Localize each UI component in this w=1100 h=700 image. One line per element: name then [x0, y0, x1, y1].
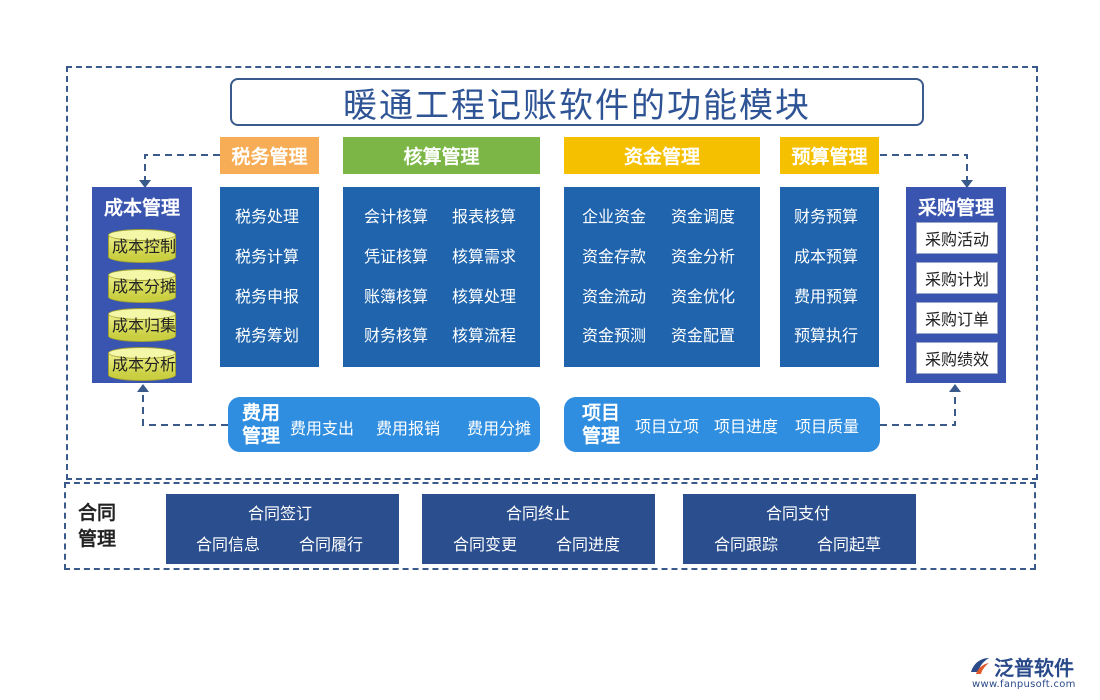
funds-item: 资金优化 [671, 287, 736, 306]
tax-item: 税务处理 [235, 207, 300, 226]
budget-to-purchase-connector [880, 154, 968, 182]
diagram-title: 暖通工程记账软件的功能模块 [230, 78, 924, 126]
accounting-item: 核算处理 [452, 287, 517, 306]
project-management-bar: 项目管理 项目立项 项目进度 项目质量 [564, 397, 880, 452]
cost-item-cylinder: 成本控制 [108, 229, 176, 263]
expense-item: 费用分摊 [467, 419, 532, 438]
purchase-management-title: 采购管理 [917, 197, 994, 219]
budget-header: 预算管理 [780, 137, 879, 174]
funds-item: 资金配置 [671, 326, 736, 345]
logo-mark-icon [971, 658, 989, 674]
logo-name: 泛普软件 [994, 656, 1074, 680]
funds-header: 资金管理 [564, 137, 760, 174]
accounting-item: 核算需求 [452, 247, 517, 266]
contract-group: 合同支付 合同跟踪 合同起草 [683, 494, 916, 564]
project-item: 项目质量 [795, 417, 860, 436]
purchase-item: 采购绩效 [916, 342, 998, 374]
tax-item: 税务筹划 [235, 326, 300, 345]
accounting-item: 报表核算 [452, 207, 517, 226]
cost-item-label: 成本分摊 [111, 277, 176, 296]
expense-to-cost-connector [142, 392, 228, 426]
accounting-header: 核算管理 [343, 137, 540, 174]
contract-group-title: 合同支付 [766, 504, 831, 523]
brand-logo: 泛普软件 www.fanpusoft.com [968, 652, 1092, 694]
accounting-panel: 会计核算 报表核算 凭证核算 核算需求 账簿核算 核算处理 财务核算 核算流程 [343, 187, 540, 367]
cost-item-cylinder: 成本分析 [108, 347, 176, 381]
tax-item: 税务计算 [235, 247, 300, 266]
cost-item-label: 成本归集 [111, 316, 176, 335]
project-to-purchase-connector [880, 392, 956, 426]
budget-item: 财务预算 [794, 207, 859, 226]
logo-url: www.fanpusoft.com [972, 679, 1076, 690]
accounting-item: 凭证核算 [364, 247, 429, 266]
tax-to-cost-connector [144, 154, 220, 182]
contract-group: 合同签订 合同信息 合同履行 [166, 494, 399, 564]
purchase-management-box: 采购管理 采购活动 采购计划 采购订单 采购绩效 [906, 187, 1006, 383]
expense-item: 费用支出 [290, 419, 355, 438]
project-management-title: 项目管理 [582, 402, 621, 447]
cost-item-label: 成本控制 [111, 237, 176, 256]
funds-item: 企业资金 [582, 207, 647, 226]
cost-item-cylinder: 成本分摊 [108, 269, 176, 303]
project-item: 项目进度 [714, 417, 779, 436]
contract-item: 合同履行 [299, 535, 364, 554]
contract-item: 合同起草 [817, 535, 882, 554]
funds-item: 资金调度 [671, 207, 736, 226]
tax-item: 税务申报 [235, 287, 300, 306]
expense-item: 费用报销 [376, 419, 441, 438]
funds-item: 资金分析 [671, 247, 736, 266]
contract-item: 合同信息 [196, 535, 261, 554]
contract-item: 合同跟踪 [714, 535, 779, 554]
cost-management-title: 成本管理 [103, 197, 180, 219]
accounting-item: 核算流程 [452, 326, 517, 345]
funds-panel: 企业资金 资金调度 资金存款 资金分析 资金流动 资金优化 资金预测 资金配置 [564, 187, 760, 367]
tax-panel: 税务处理 税务计算 税务申报 税务筹划 [220, 187, 319, 367]
contract-item: 合同进度 [556, 535, 621, 554]
funds-item: 资金预测 [582, 326, 647, 345]
budget-item: 费用预算 [794, 287, 859, 306]
funds-item: 资金存款 [582, 247, 647, 266]
budget-item: 预算执行 [794, 326, 859, 345]
arrow-up-icon [137, 384, 149, 392]
expense-management-title: 费用管理 [242, 402, 281, 447]
expense-management-bar: 费用管理 费用支出 费用报销 费用分摊 [228, 397, 540, 452]
purchase-item: 采购订单 [916, 302, 998, 334]
cost-management-box: 成本管理 成本控制 成本分摊 成本归集 成本分析 [92, 187, 192, 383]
budget-item: 成本预算 [794, 247, 859, 266]
contract-group-title: 合同签订 [248, 504, 313, 523]
accounting-item: 会计核算 [364, 207, 429, 226]
arrow-up-icon [949, 384, 961, 392]
purchase-item: 采购计划 [916, 262, 998, 294]
contract-group-title: 合同终止 [506, 504, 571, 523]
contract-management-label: 合同管理 [78, 502, 117, 550]
main-frame [66, 66, 1038, 480]
purchase-item: 采购活动 [916, 222, 998, 254]
contract-frame [64, 482, 1036, 570]
accounting-item: 账簿核算 [364, 287, 429, 306]
budget-panel: 财务预算 成本预算 费用预算 预算执行 [780, 187, 879, 367]
arrow-down-icon [961, 180, 973, 188]
arrow-down-icon [139, 180, 151, 188]
cost-item-label: 成本分析 [111, 355, 176, 374]
accounting-item: 财务核算 [364, 326, 429, 345]
project-item: 项目立项 [635, 417, 700, 436]
contract-group: 合同终止 合同变更 合同进度 [422, 494, 655, 564]
tax-header: 税务管理 [220, 137, 319, 174]
contract-item: 合同变更 [453, 535, 518, 554]
cost-item-cylinder: 成本归集 [108, 308, 176, 342]
funds-item: 资金流动 [582, 287, 647, 306]
